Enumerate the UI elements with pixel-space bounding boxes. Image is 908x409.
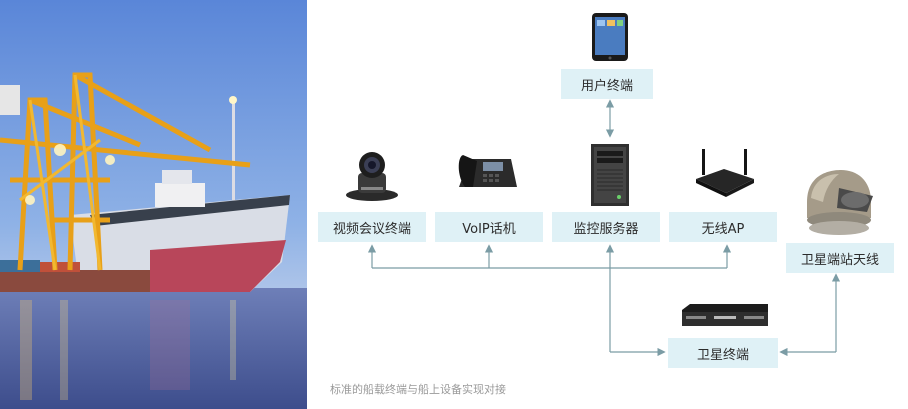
node-satellite-station-antenna: 卫星端站天线 [786, 243, 894, 273]
wireless-router-icon [692, 147, 756, 203]
node-video-conference-terminal: 视频会议终端 [318, 212, 426, 242]
node-monitoring-server: 监控服务器 [552, 212, 660, 242]
port-ship-photo [0, 0, 307, 409]
tablet-icon [591, 12, 629, 66]
diagram-caption: 标准的船载终端与船上设备实现对接 [330, 383, 506, 396]
server-tower-icon [589, 142, 631, 212]
video-conference-camera-icon [343, 147, 401, 207]
ip-phone-icon [455, 147, 521, 201]
satellite-antenna-dome-icon [801, 168, 877, 242]
satellite-modem-icon [680, 302, 770, 336]
node-satellite-terminal: 卫星终端 [668, 338, 778, 368]
node-user-terminal: 用户终端 [561, 69, 653, 99]
node-wireless-ap: 无线AP [669, 212, 777, 242]
node-voip-phone: VoIP话机 [435, 212, 543, 242]
